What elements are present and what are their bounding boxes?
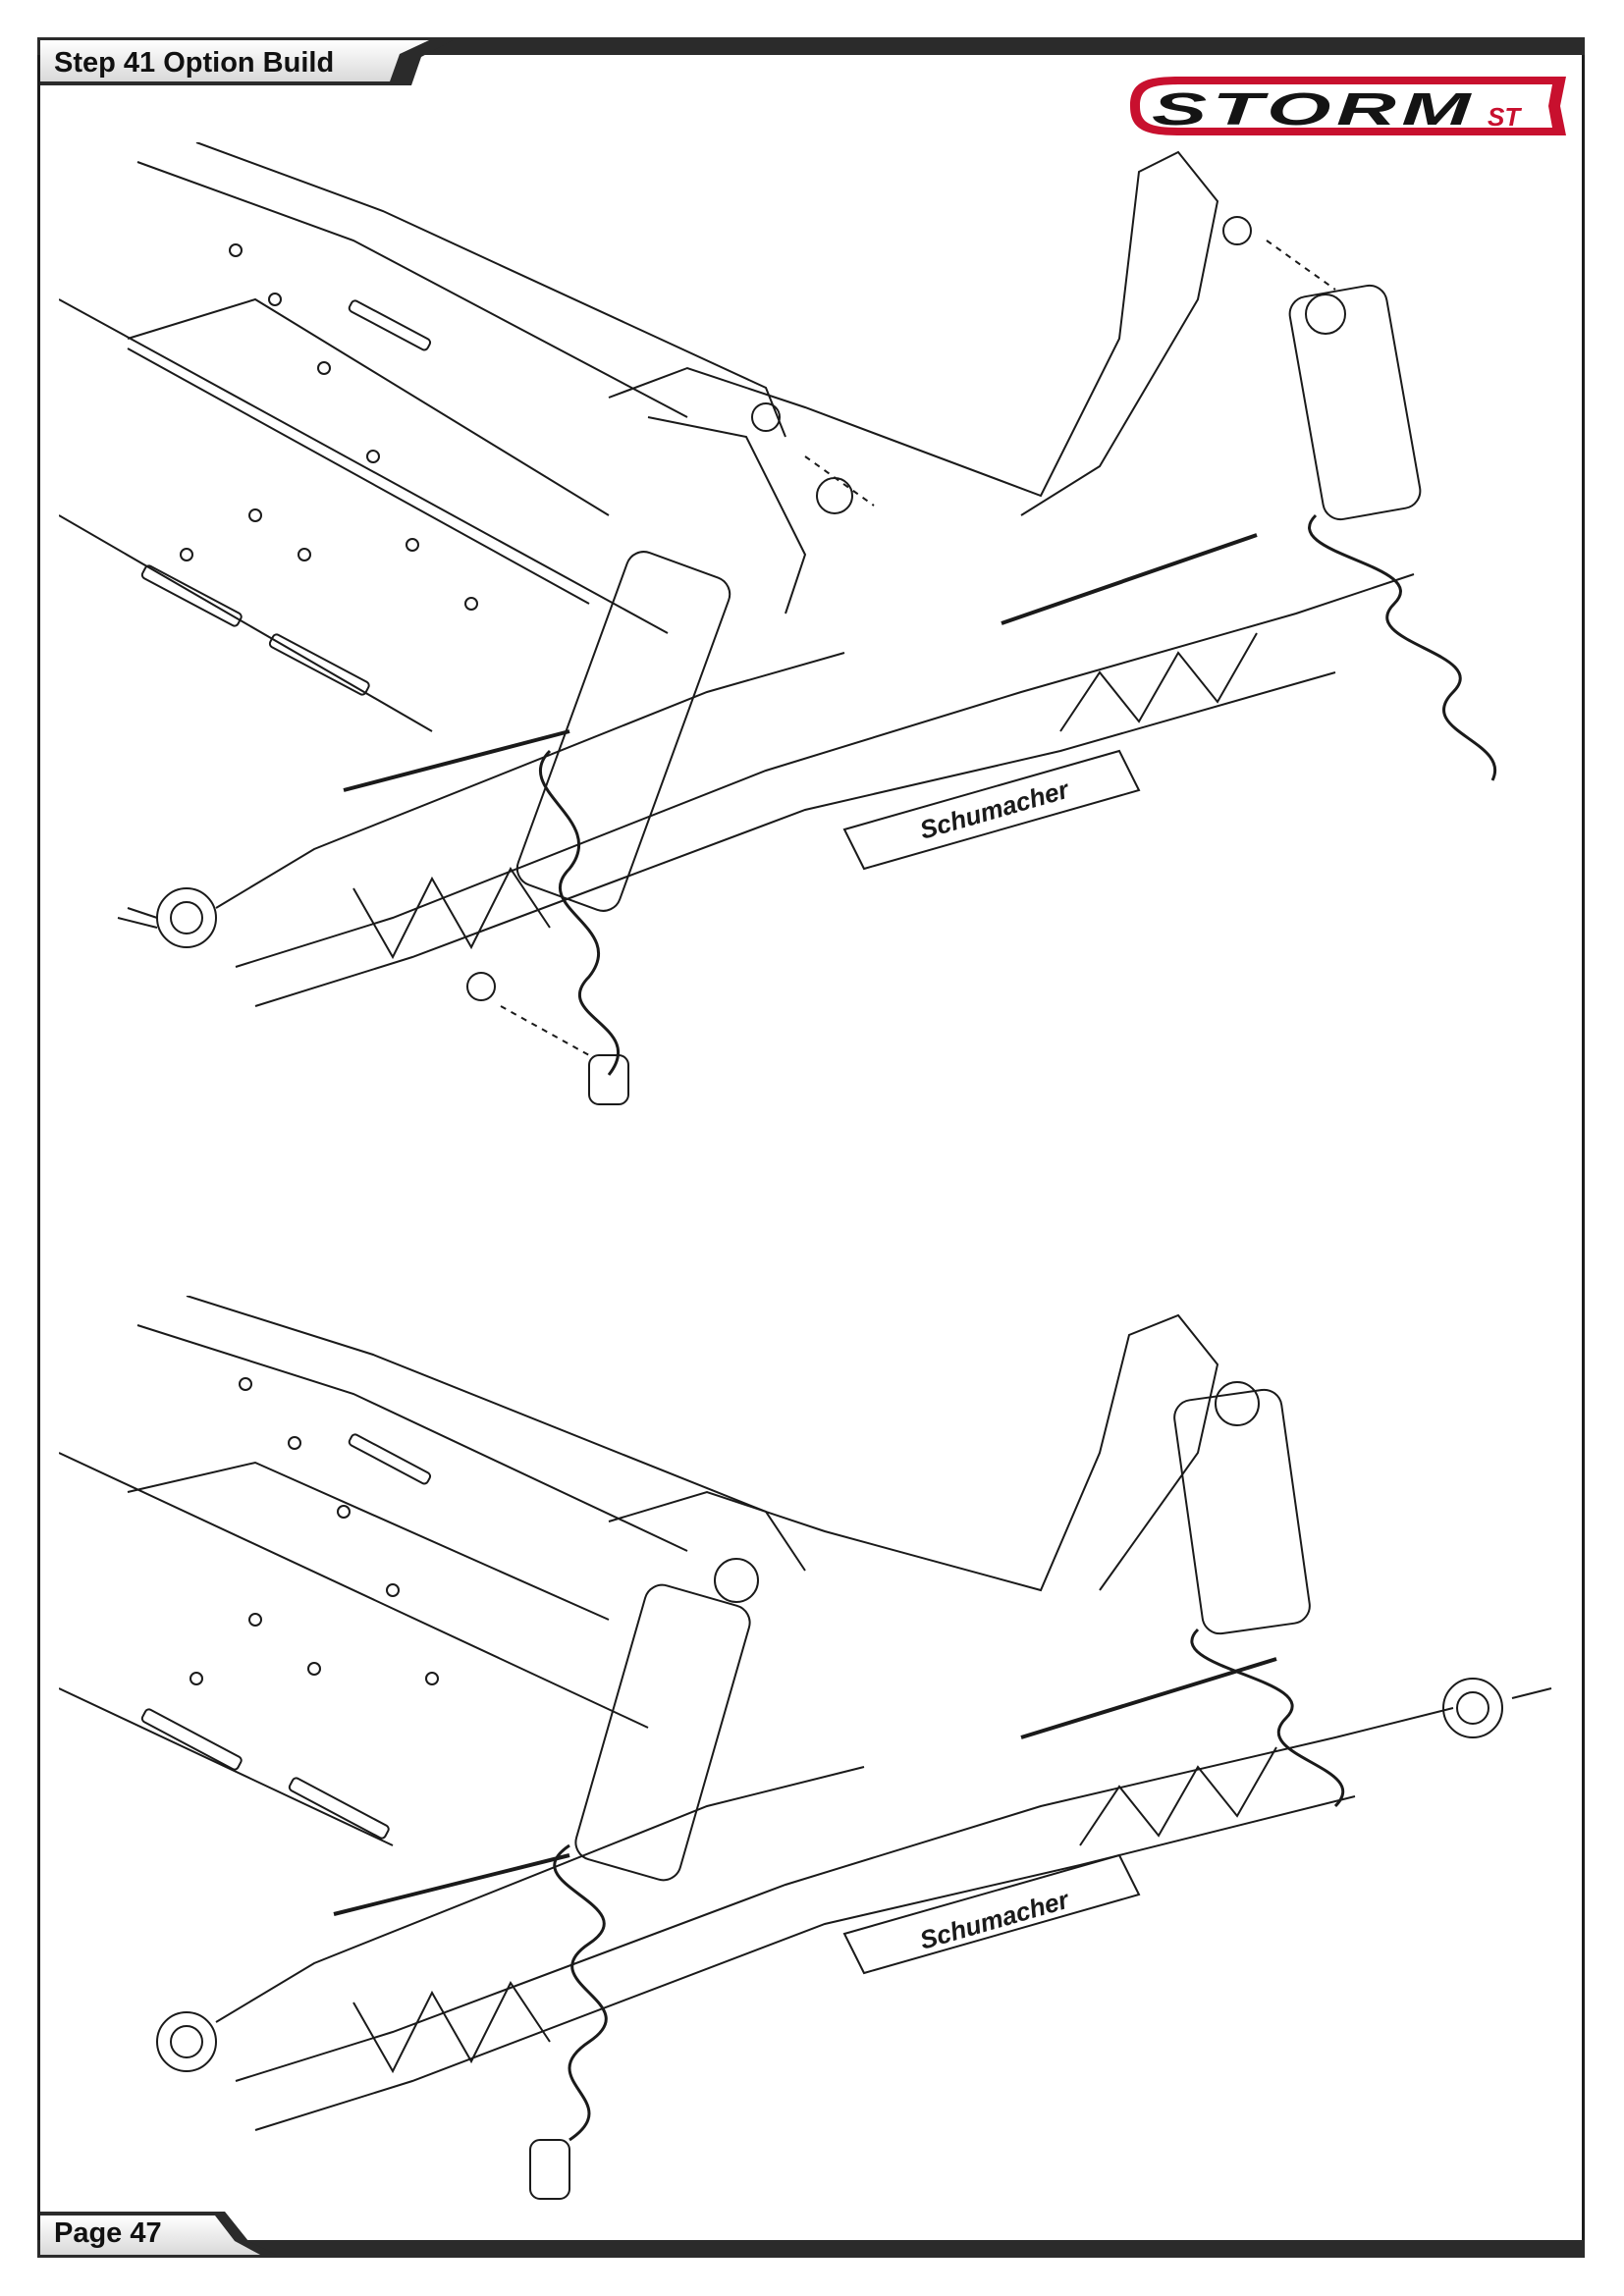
page-number: Page 47 — [54, 2217, 162, 2249]
installed-right-shock — [1173, 1381, 1345, 1808]
footer-bar — [37, 2240, 1585, 2258]
chassis-slots — [140, 1433, 432, 1840]
installed-left-shock — [529, 1558, 759, 2200]
rear-left-shock — [515, 477, 853, 1105]
logo-suffix: ST — [1488, 102, 1522, 132]
chassis-holes — [189, 1377, 439, 1685]
shock-absorber-installed-diagram: Schumacher — [59, 1296, 1552, 2200]
step-tab — [40, 40, 453, 85]
step-title: Step 41 Option Build — [54, 47, 335, 79]
chassis-slots — [140, 299, 432, 696]
logo-text: STORM — [1152, 83, 1476, 134]
top-stamp-text: Schumacher — [916, 774, 1073, 844]
page-tab — [40, 2212, 276, 2255]
chassis-holes — [180, 243, 478, 611]
shock-absorber-assembly-diagram: Schumacher — [59, 142, 1496, 1105]
storm-st-logo: STORM ST — [1130, 77, 1566, 135]
rear-right-shock — [1288, 284, 1496, 781]
